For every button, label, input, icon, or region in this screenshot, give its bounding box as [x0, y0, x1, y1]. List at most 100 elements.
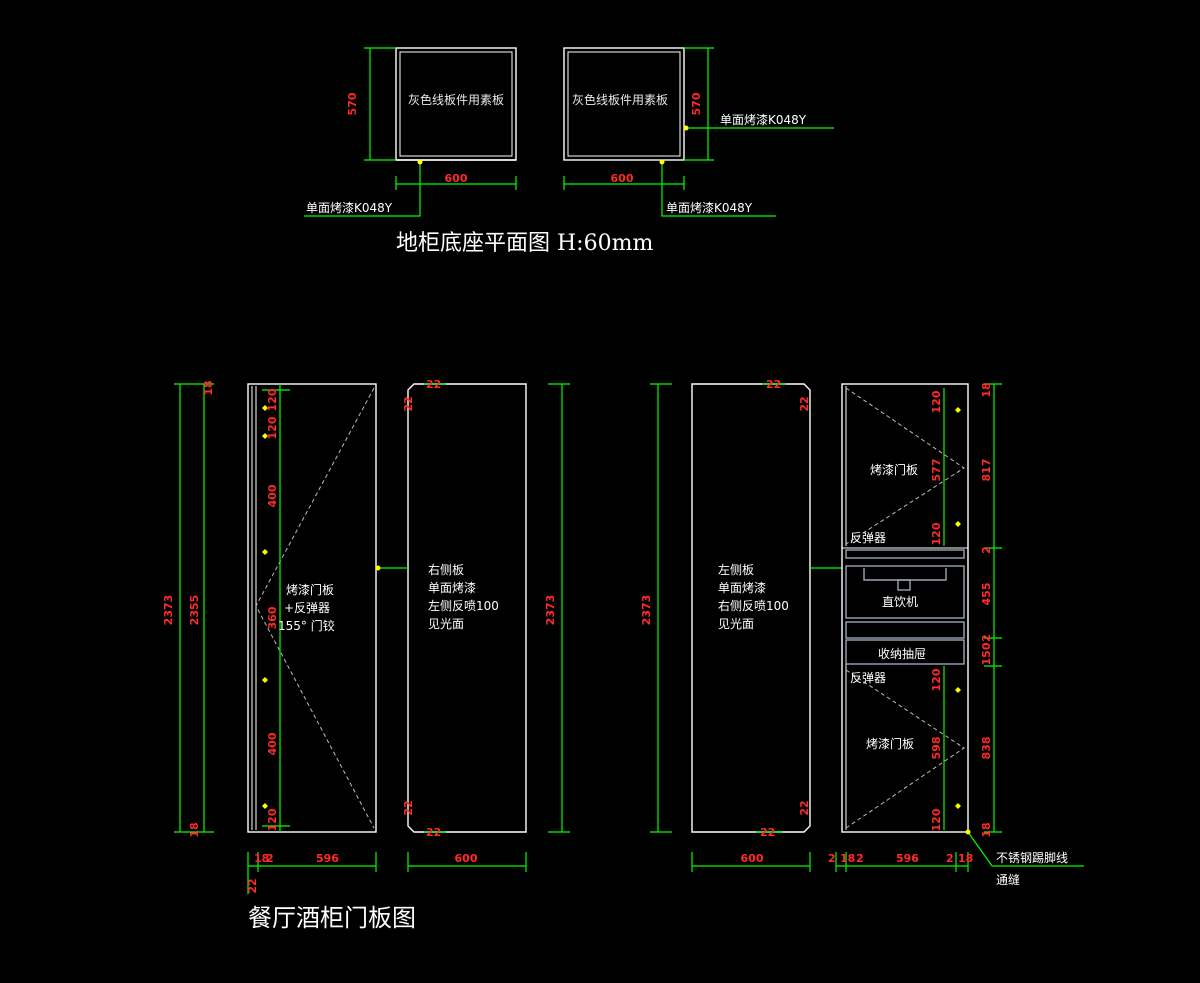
unit-dim-5: 2: [980, 634, 993, 642]
right-panel-label-2: 单面烤漆: [428, 580, 476, 595]
svg-text:22: 22: [798, 800, 811, 815]
left-panel-label-3: 右侧反喷100: [718, 598, 789, 613]
left-panel-corner-top: 22: [766, 378, 781, 391]
door-top-gap-text: 18: [202, 380, 215, 395]
door-extra-dim: 22: [246, 878, 259, 893]
lower-door-dim-3: 120: [930, 808, 943, 831]
plan-left-width-text: 600: [445, 172, 468, 185]
right-panel-height-text: 2373: [544, 595, 557, 626]
door-panel-outline: [247, 383, 377, 833]
kick-callout-line-1: 不锈钢踢脚线: [996, 850, 1068, 865]
appliance-label: 直饮机: [882, 595, 918, 609]
unit-dim-4: 455: [980, 583, 993, 606]
left-panel-corner-bottom: 22: [760, 826, 775, 839]
door-dim-2: 120: [266, 416, 279, 439]
left-panel-width-text: 600: [741, 852, 764, 865]
plan-right-callout-leader: [661, 162, 776, 217]
plan-left-box-inner: [399, 51, 513, 157]
door-dim-5: 400: [266, 732, 279, 755]
door-inner-dim-text: 2355: [188, 595, 201, 626]
unit-dim-6: 150: [980, 642, 993, 665]
door-label-line-1: 烤漆门板: [286, 582, 334, 597]
door-dim-1: 120: [266, 388, 279, 411]
plan-right-box-inner: [567, 51, 681, 157]
drawer-label: 收纳抽屉: [878, 647, 926, 661]
left-panel-height-text: 2373: [640, 595, 653, 626]
door-swing-line: [255, 387, 375, 829]
unit-bottom-dim-1: 2: [828, 852, 836, 865]
plan-left-depth-text: 570: [346, 92, 359, 115]
plan-right-box-label: 灰色线板件用素板: [572, 93, 668, 107]
upper-door-dim-1: 120: [930, 390, 943, 413]
right-panel-label-3: 左侧反喷100: [428, 598, 499, 613]
elevation-title: 餐厅酒柜门板图: [248, 904, 416, 932]
door-total-dim-text: 2373: [162, 595, 175, 626]
lower-rebound-label: 反弹器: [850, 671, 886, 685]
appliance-top-strip: [845, 549, 965, 559]
left-side-panel-elevation: 左侧板 单面烤漆 右侧反喷100 见光面 2373 600 22 22 22 2…: [640, 378, 842, 872]
appliance-box: [845, 565, 965, 619]
plan-right-box: [563, 47, 685, 161]
door-dim-4: 360: [266, 606, 279, 629]
upper-door-label: 烤漆门板: [870, 462, 918, 477]
left-side-panel-outline: [691, 383, 811, 833]
unit-bottom-dim-4: 596: [896, 852, 919, 865]
left-panel-label-4: 见光面: [718, 617, 754, 631]
right-panel-width-text: 600: [455, 852, 478, 865]
kick-callout-line-2: 通缝: [996, 872, 1020, 887]
unit-dim-1: 18: [980, 382, 993, 397]
unit-dim-7: 838: [980, 737, 993, 760]
door-panel-elevation: 120 120 400 360 400 120 烤漆门板 +反弹器 155° 门…: [162, 380, 377, 894]
lower-door-swing-line: [845, 669, 965, 829]
upper-door-dim-3: 120: [930, 522, 943, 545]
door-dim-3: 400: [266, 484, 279, 507]
door-bottom-dim-a: 18: [254, 852, 269, 865]
svg-text:22: 22: [402, 800, 415, 815]
plan-right-callout: 单面烤漆K048Y: [666, 200, 753, 215]
lower-door-dim-1: 120: [930, 668, 943, 691]
left-panel-label-1: 左侧板: [718, 562, 754, 577]
unit-bottom-dim-6: 18: [958, 852, 973, 865]
right-panel-corner-top: 22: [426, 378, 441, 391]
door-label-line-2: +反弹器: [284, 601, 330, 615]
lower-door-dim-2: 598: [930, 737, 943, 760]
cabinet-unit-elevation: 120 577 120 烤漆门板 反弹器 直饮机 收纳抽屉 120 598 12…: [828, 382, 1084, 887]
kick-callout-leader: [967, 831, 1084, 867]
door-dim-6: 120: [266, 808, 279, 831]
plan-right-width-text: 600: [611, 172, 634, 185]
lower-door-label: 烤漆门板: [866, 736, 914, 751]
plan-right-side-callout: 单面烤漆K048Y: [720, 112, 807, 127]
plan-left-box-label: 灰色线板件用素板: [408, 93, 504, 107]
unit-dim-3: 2: [980, 546, 993, 554]
right-panel-corner-bottom: 22: [426, 826, 441, 839]
right-side-panel-outline: [407, 383, 527, 833]
base-plan-view: 灰色线板件用素板 570 600 单面烤漆K048Y 灰色线板件用素板 570 …: [304, 47, 834, 256]
appliance-tray: [863, 568, 947, 581]
unit-dim-2: 817: [980, 459, 993, 482]
upper-rebound-label: 反弹器: [850, 531, 886, 545]
upper-door-dim-2: 577: [930, 459, 943, 482]
unit-outline: [841, 383, 969, 833]
door-label-line-3: 155° 门铰: [278, 618, 335, 633]
drawer-box: [845, 639, 965, 665]
hinge-markers: [262, 405, 268, 809]
plan-title: 地柜底座平面图 H:60mm: [396, 231, 653, 256]
door-bottom-dim-c: 596: [316, 852, 339, 865]
door-bottom-gap-text: 18: [188, 822, 201, 837]
right-panel-label-4: 见光面: [428, 617, 464, 631]
right-panel-label-1: 右侧板: [428, 562, 464, 577]
svg-text:22: 22: [402, 396, 415, 411]
unit-dim-8: 18: [980, 822, 993, 837]
right-side-panel-elevation: 右侧板 单面烤漆 左侧反喷100 见光面 2373 600 22 22 22 2…: [375, 378, 570, 872]
plan-right-depth-text: 570: [690, 92, 703, 115]
unit-bottom-dim-3: 2: [856, 852, 864, 865]
left-panel-label-2: 单面烤漆: [718, 580, 766, 595]
plan-left-callout: 单面烤漆K048Y: [306, 200, 393, 215]
upper-door-swing-line: [845, 387, 965, 545]
plan-left-callout-leader: [304, 162, 421, 217]
svg-text:22: 22: [798, 396, 811, 411]
unit-bottom-dim-5: 2: [946, 852, 954, 865]
unit-bottom-dim-2: 18: [840, 852, 855, 865]
door-bottom-dim-b: 2: [266, 852, 274, 865]
